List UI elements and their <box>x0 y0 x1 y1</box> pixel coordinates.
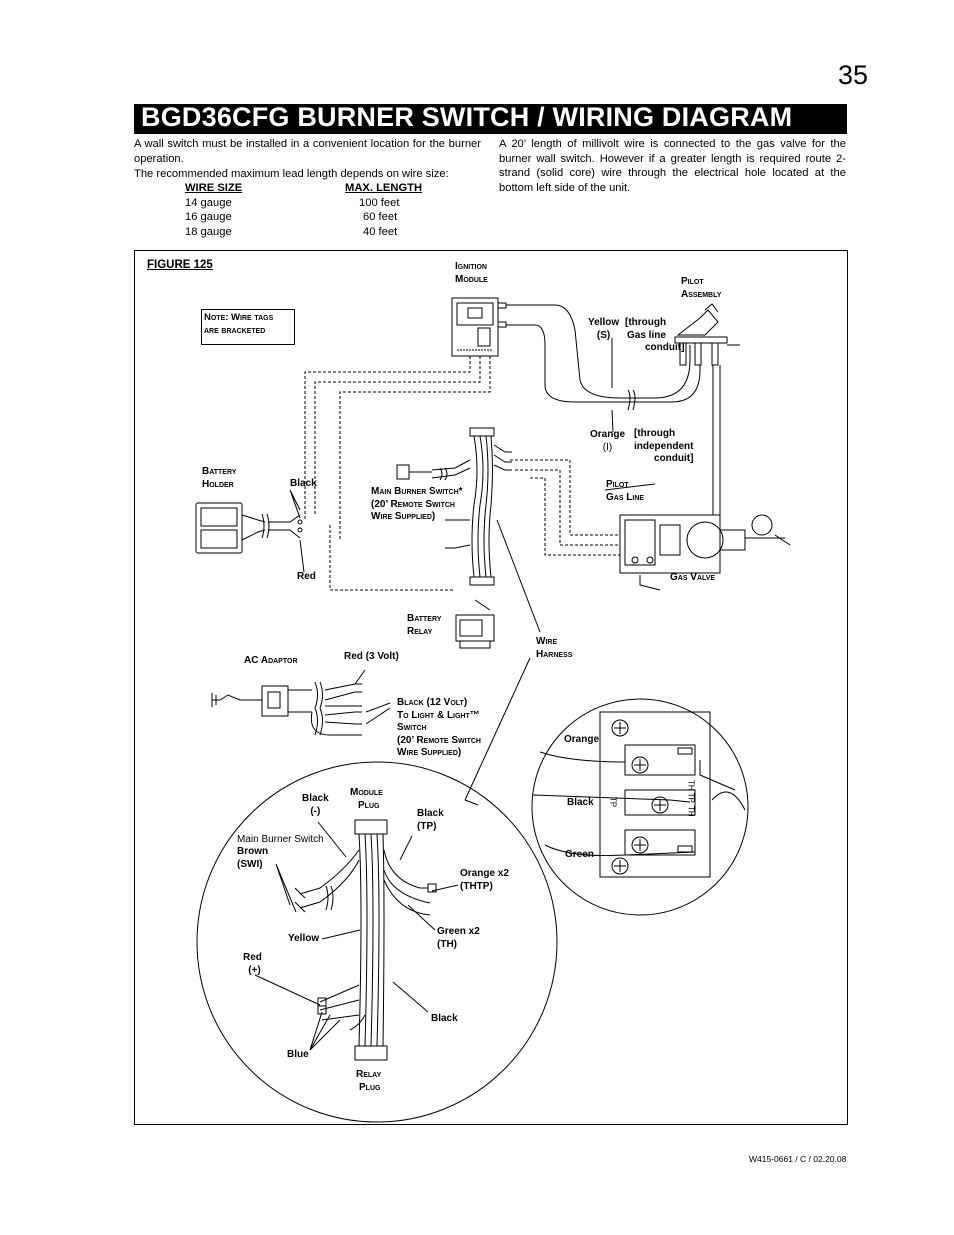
terminal-th-label: TH <box>686 806 696 817</box>
note-text-line1: Note: Wire tags <box>204 312 274 323</box>
black-tp-label: Black(TP) <box>417 808 444 832</box>
battery-red-label: Red <box>297 571 316 582</box>
ac-adaptor <box>211 681 362 736</box>
page-number: 35 <box>838 60 869 90</box>
yellow-s-label: Yellow(S) <box>588 317 620 341</box>
table-row: 14 gauge 100 feet <box>185 196 445 211</box>
pilot-wire-orange <box>506 324 701 403</box>
table-header-max-length: MAX. LENGTH <box>345 182 423 194</box>
blue-label: Blue <box>287 1049 309 1060</box>
figure-frame <box>134 250 848 1125</box>
wire-harness-bundle <box>431 427 512 586</box>
intro-left-paragraph-2: The recommended maximum lead length depe… <box>134 168 449 180</box>
intro-right-paragraph: A 20’ length of millivolt wire is connec… <box>499 138 846 194</box>
intro-left-paragraph-1: A wall switch must be installed in a con… <box>134 138 481 165</box>
black-bottom-label: Black <box>431 1013 458 1024</box>
table-cell: 14 gauge <box>185 196 232 209</box>
battery-holder <box>195 502 303 554</box>
pilot-wire-yellow <box>506 304 691 399</box>
wire-break-marks <box>627 389 636 411</box>
main-burner-switch <box>396 464 448 481</box>
gas-valve-detail <box>531 698 749 916</box>
pilot-gas-line <box>712 365 721 520</box>
table-cell: 100 feet <box>359 196 400 209</box>
module-plug-detail <box>196 761 558 1123</box>
red-plus-label: Red(+) <box>243 952 262 976</box>
title-banner: BGD36CFG BURNER SWITCH / WIRING DIAGRAM <box>134 102 847 134</box>
gas-valve <box>619 514 791 574</box>
pilot-assembly <box>674 303 740 366</box>
table-row: 16 gauge 60 feet <box>185 210 445 225</box>
table-row: 18 gauge 40 feet <box>185 225 445 240</box>
note-text-line2: are bracketed <box>204 325 266 336</box>
table-cell: 16 gauge <box>185 211 232 224</box>
page-title: BGD36CFG BURNER SWITCH / WIRING DIAGRAM <box>141 102 793 132</box>
note-box <box>201 309 295 345</box>
figure-label: FIGURE 125 <box>147 259 213 271</box>
yellow-label: Yellow <box>288 933 320 944</box>
detail-green-label: Green <box>565 849 594 860</box>
battery-relay <box>455 614 495 649</box>
detail-orange-label: Orange <box>564 734 600 745</box>
harness-dashed-routes <box>304 356 620 591</box>
table-cell: 40 feet <box>363 225 398 238</box>
brown-swi-label: Brown(SWI) <box>237 846 269 870</box>
terminal-th-tp-label: TH TP <box>686 780 696 803</box>
main-burner-switch-small-label: Main Burner Switch <box>237 834 324 845</box>
ignition-module <box>451 297 507 357</box>
red-3-volt-label: Red (3 Volt) <box>344 651 399 662</box>
document-code: W415-0661 / C / 02.20.08 <box>749 1154 847 1164</box>
battery-black-label: Black <box>290 478 317 489</box>
table-cell: 60 feet <box>363 211 398 224</box>
green-x2-label: Green x2(TH) <box>437 926 480 950</box>
gas-valve-label: Gas Valve <box>670 572 716 583</box>
leader-lines <box>289 338 661 801</box>
ac-adaptor-label: AC Adaptor <box>244 655 298 666</box>
terminal-tp-label: TP <box>608 797 618 808</box>
module-leaders <box>254 799 479 1051</box>
table-cell: 18 gauge <box>185 225 232 238</box>
orange-i-label: Orange(I) <box>590 429 626 453</box>
table-header-wire-size: WIRE SIZE <box>185 182 243 194</box>
orange-x2-label: Orange x2(THTP) <box>460 868 509 892</box>
wire-size-table: WIRE SIZE MAX. LENGTH 14 gauge 100 feet … <box>185 181 445 239</box>
black-minus-label: Black(-) <box>302 793 329 817</box>
detail-black-label: Black <box>567 797 594 808</box>
